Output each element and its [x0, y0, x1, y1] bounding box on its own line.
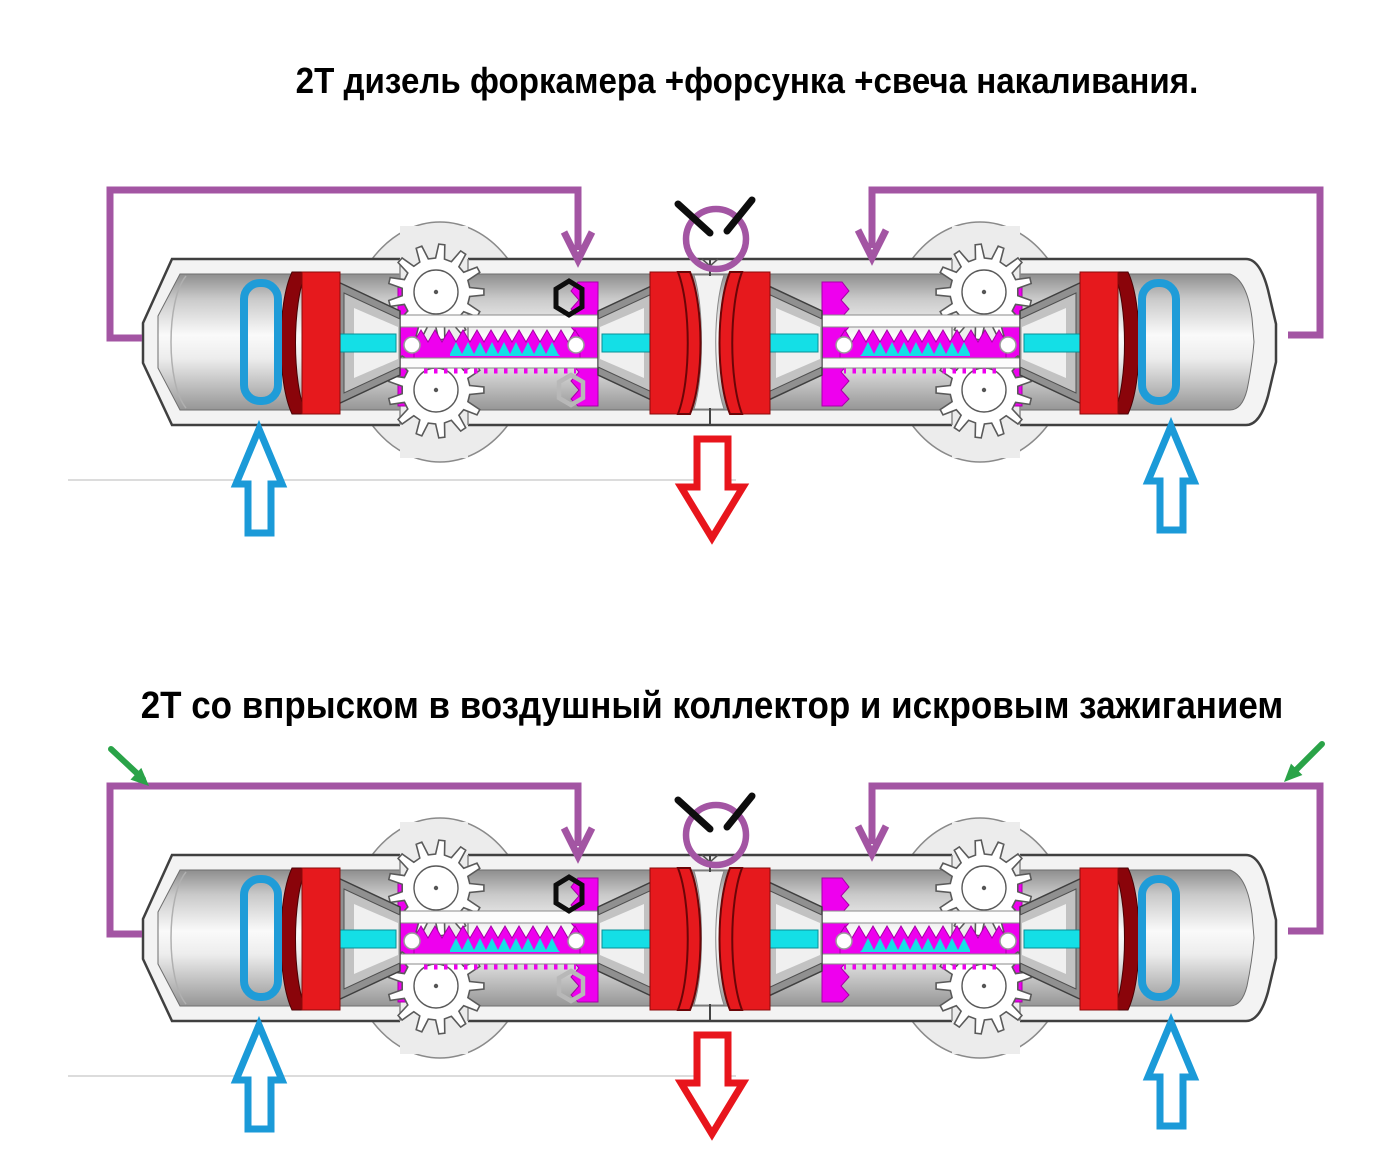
engine-diagram-instance — [68, 190, 1320, 538]
spark-pointers-instance — [111, 744, 1322, 786]
diagram-title-diesel: 2Т дизель форкамера +форсунка +свеча нак… — [295, 60, 1199, 101]
diagram-title-spark: 2Т со впрыском в воздушный коллектор и и… — [140, 685, 1284, 727]
diagram-spark-injection — [0, 736, 1400, 1156]
engine-diagram-instance — [68, 786, 1320, 1134]
diagram-diesel — [0, 140, 1400, 580]
